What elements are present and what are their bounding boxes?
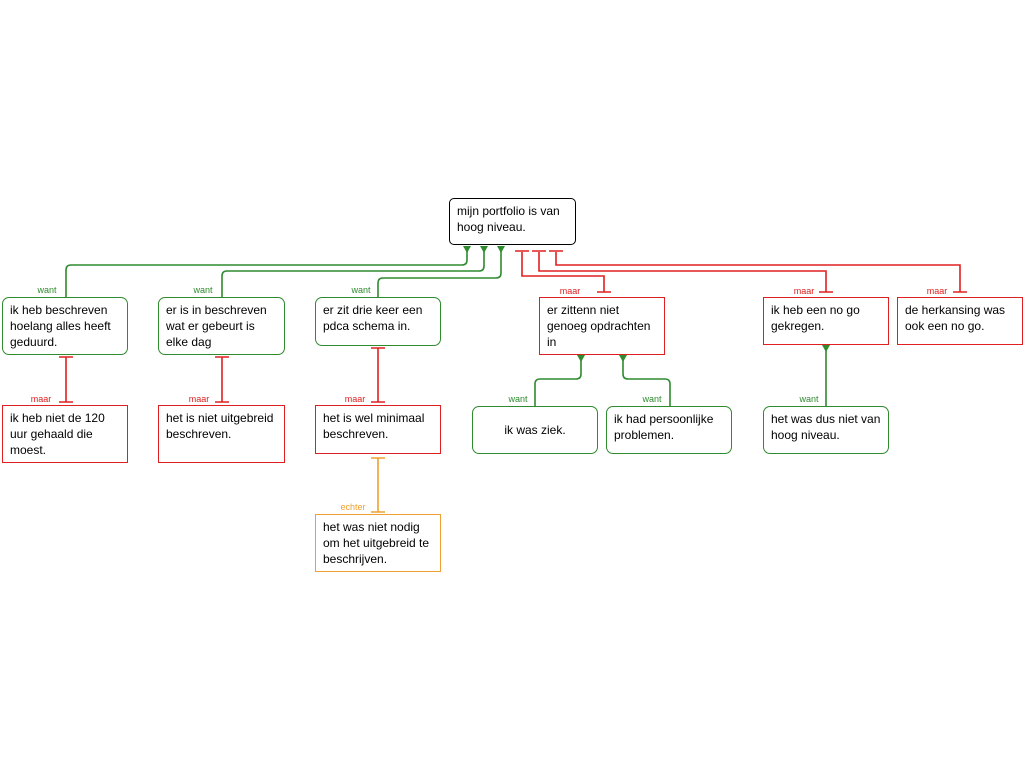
link-label-want: want bbox=[193, 285, 213, 295]
link-label-want: want bbox=[799, 394, 819, 404]
connector-reason-3-objection-3 bbox=[371, 347, 385, 403]
connector-main-reason-2 bbox=[221, 246, 485, 298]
arrowhead bbox=[822, 345, 830, 352]
link-label-maar: maar bbox=[559, 286, 581, 296]
connector-obj4-reason-4a bbox=[534, 355, 582, 407]
arrowhead bbox=[463, 246, 471, 253]
connector-reason-2-objection-2 bbox=[215, 356, 229, 403]
rebuttal-box-3[interactable]: het was niet nodig om het uitgebreid te … bbox=[315, 514, 441, 572]
connector-main-objection-5 bbox=[538, 252, 827, 292]
link-label-maar: maar bbox=[30, 394, 52, 404]
objection-box-1[interactable]: ik heb niet de 120 uur gehaald die moest… bbox=[2, 405, 128, 463]
link-label-want: want bbox=[642, 394, 662, 404]
link-label-want: want bbox=[351, 285, 371, 295]
link-label-maar: maar bbox=[344, 394, 366, 404]
link-label-maar: maar bbox=[926, 286, 948, 296]
objection-box-6[interactable]: de herkansing was ook een no go. bbox=[897, 297, 1023, 345]
connector-main-objection-4 bbox=[521, 252, 605, 292]
connector-reason-1-objection-1 bbox=[59, 356, 73, 403]
link-label-want: want bbox=[508, 394, 528, 404]
connector-obj4-reason-4b bbox=[622, 355, 671, 407]
objection-box-2[interactable]: het is niet uitgebreid beschreven. bbox=[158, 405, 285, 463]
reason-box-5[interactable]: het was dus niet van hoog niveau. bbox=[763, 406, 889, 454]
main-claim-box[interactable]: mijn portfolio is van hoog niveau. bbox=[449, 198, 576, 245]
connector-main-reason-1 bbox=[65, 246, 468, 298]
connector-objection-3-rebuttal-3 bbox=[371, 457, 385, 513]
arrowhead bbox=[619, 355, 627, 362]
link-label-want: want bbox=[37, 285, 57, 295]
connector-main-reason-3 bbox=[377, 246, 502, 298]
link-label-maar: maar bbox=[793, 286, 815, 296]
arrowhead bbox=[577, 355, 585, 362]
reason-box-4a[interactable]: ik was ziek. bbox=[472, 406, 598, 454]
objection-box-3[interactable]: het is wel minimaal beschreven. bbox=[315, 405, 441, 454]
objection-box-5[interactable]: ik heb een no go gekregen. bbox=[763, 297, 889, 345]
reason-box-1[interactable]: ik heb beschreven hoelang alles heeft ge… bbox=[2, 297, 128, 355]
link-label-maar: maar bbox=[188, 394, 210, 404]
objection-box-4[interactable]: er zittenn niet genoeg opdrachten in bbox=[539, 297, 665, 355]
connector-main-objection-6 bbox=[555, 252, 961, 292]
arrowhead bbox=[497, 246, 505, 253]
reason-box-2[interactable]: er is in beschreven wat er gebeurt is el… bbox=[158, 297, 285, 355]
reason-box-4b[interactable]: ik had persoonlijke problemen. bbox=[606, 406, 732, 454]
reason-box-3[interactable]: er zit drie keer een pdca schema in. bbox=[315, 297, 441, 346]
link-label-echter: echter bbox=[340, 502, 366, 512]
arrowhead bbox=[480, 246, 488, 253]
